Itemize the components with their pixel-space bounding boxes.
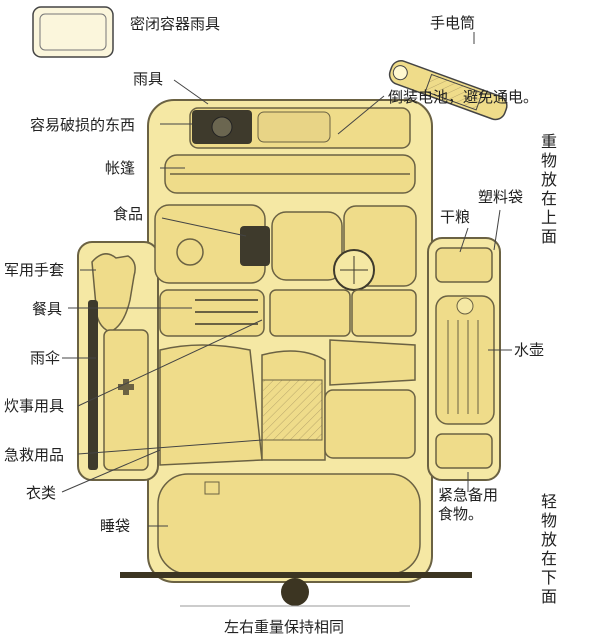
label-tent: 帐篷 — [105, 159, 136, 177]
sleeping-bag-compartment — [157, 473, 421, 575]
label-tableware: 餐具 — [32, 300, 63, 318]
label-umbrella: 雨伞 — [30, 349, 61, 367]
label-plastic-bag: 塑料袋 — [478, 188, 524, 206]
label-water-bottle: 水壶 — [514, 341, 545, 359]
fragile-items-compartment — [189, 107, 411, 149]
balance-base — [120, 572, 472, 607]
label-sleeping-bag: 睡袋 — [100, 517, 131, 535]
tableware-compartment — [159, 289, 417, 337]
label-clothes: 衣类 — [26, 484, 57, 502]
camera-icon — [192, 110, 252, 144]
label-sealed-rain-gear: 密闭容器雨具 — [130, 15, 221, 33]
label-cooking-gear: 炊事用具 — [4, 397, 65, 415]
tent-compartment — [164, 154, 416, 194]
sealed-container-icon — [32, 6, 114, 58]
glove-icon — [91, 253, 136, 333]
label-light-on-bottom: 轻物放在下面 — [540, 492, 557, 606]
food-compartment — [154, 204, 417, 291]
label-fragile-items: 容易破损的东西 — [30, 116, 136, 134]
umbrella-icon — [88, 300, 98, 470]
label-flashlight: 手电筒 — [430, 14, 476, 32]
emergency-food-pack — [435, 433, 493, 469]
leader-lines — [61, 32, 512, 527]
label-balance: 左右重量保持相同 — [224, 618, 345, 636]
first-aid-icon — [103, 329, 149, 471]
label-first-aid: 急救用品 — [4, 446, 65, 464]
label-flashlight-note: 倒装电池，避免通电。 — [388, 88, 539, 106]
label-food: 食品 — [113, 205, 144, 223]
label-heavy-on-top: 重物放在上面 — [540, 132, 557, 246]
label-rain-gear: 雨具 — [133, 70, 164, 88]
dry-food-pack — [435, 247, 493, 283]
label-emergency-food: 紧急备用 食物。 — [438, 486, 499, 523]
clothes-compartment — [159, 339, 416, 466]
water-bottle-icon — [435, 295, 495, 425]
label-dry-food: 干粮 — [440, 208, 471, 226]
label-military-gloves: 军用手套 — [4, 261, 65, 279]
flashlight-icon — [388, 60, 508, 121]
